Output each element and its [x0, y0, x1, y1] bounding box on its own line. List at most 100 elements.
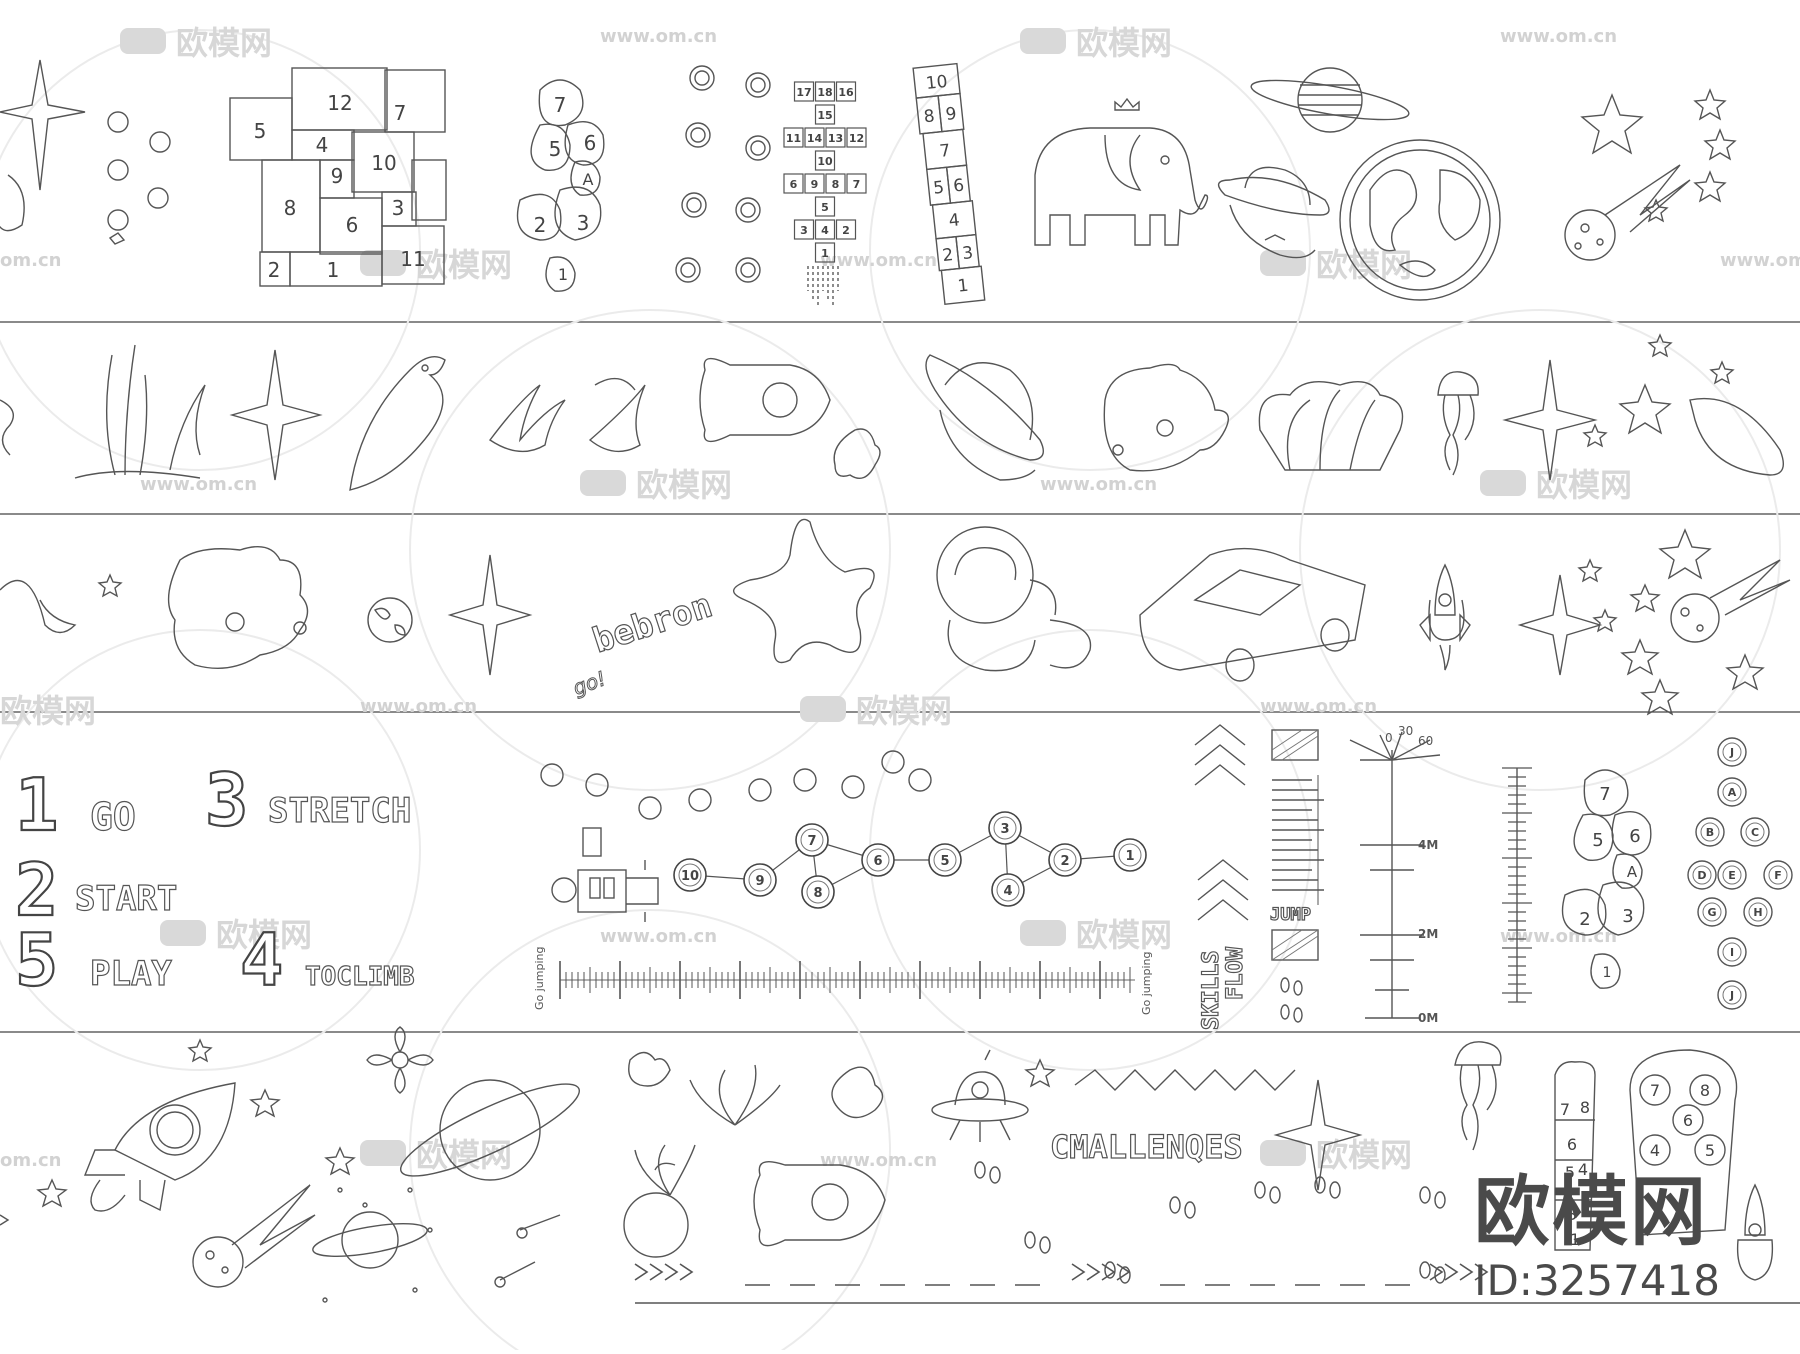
letter-coin-inner [1700, 822, 1720, 842]
hopscotch-grid: 12 7 5 4 10 9 8 6 3 11 2 1 [229, 67, 447, 287]
chain-node-inner [993, 816, 1017, 840]
svg-text:欧模网: 欧模网 [416, 246, 512, 284]
octopus-monster-icon [167, 546, 309, 670]
chain-node-inner [800, 828, 824, 852]
fish-icon [349, 356, 446, 491]
step-word: PLAY [90, 954, 172, 994]
svg-text:欧模网: 欧模网 [1316, 1136, 1412, 1174]
letter-coin [1763, 860, 1793, 890]
step-word: TOCLIMB [305, 962, 415, 992]
svg-text:5: 5 [1592, 830, 1603, 851]
tower-cell [835, 81, 857, 102]
stone-number: 2 [534, 213, 547, 237]
seaweed-row5 [623, 1051, 884, 1258]
tower-cell [825, 127, 846, 148]
tower-cell [814, 242, 836, 263]
hop-number: 7 [939, 141, 952, 162]
svg-text:www.om.cn: www.om.cn [820, 1150, 937, 1171]
letter-coin-inner [1745, 822, 1765, 842]
letter-coin [1717, 777, 1747, 807]
grid-cell: 11 [400, 247, 425, 271]
svg-text:4M: 4M [1418, 838, 1438, 852]
hop-number: 10 [925, 72, 949, 94]
tower-number: 13 [828, 132, 843, 145]
tower-cell [846, 173, 867, 194]
row5-star [1273, 1079, 1363, 1191]
tower-cell [793, 219, 815, 240]
tower-cell [814, 196, 836, 217]
svg-text:www.om.cn: www.om.cn [360, 696, 477, 717]
letter-label: F [1774, 869, 1782, 882]
tower-cell [793, 81, 815, 102]
svg-text:8: 8 [1580, 1098, 1590, 1117]
step-num: 3 [205, 758, 248, 842]
starfish-icon [733, 518, 875, 664]
jump-label: JUMP [1270, 905, 1311, 925]
letter-coin [1687, 860, 1717, 890]
svg-text:om.cn: om.cn [0, 1150, 61, 1171]
letter-label: I [1730, 946, 1734, 959]
saturn-small-icon [312, 1211, 428, 1269]
chain-number: 2 [1060, 854, 1069, 869]
hop-number: 6 [952, 176, 965, 197]
vertical-hopscotch: 10 8 9 7 5 6 4 2 3 1 [912, 62, 986, 305]
throw-gauge [1349, 731, 1441, 1019]
letter-coin [1717, 860, 1747, 890]
svg-text:4: 4 [1650, 1141, 1660, 1160]
hop-number: 1 [957, 276, 970, 297]
tower-cell [804, 127, 825, 148]
letter-coin-inner [1722, 942, 1742, 962]
tower-number: 14 [807, 132, 823, 145]
svg-text:欧模网: 欧模网 [0, 692, 96, 730]
footprint-trail [974, 1161, 1446, 1284]
chain-node-inner [933, 848, 957, 872]
svg-text:欧模网: 欧模网 [856, 692, 952, 730]
grid-cell: 7 [394, 101, 407, 125]
hop-number: 8 [923, 106, 936, 127]
stone-number: 1 [558, 265, 568, 284]
dash-track [634, 1263, 1800, 1304]
tower-number: 15 [817, 109, 832, 122]
chain-number: 7 [807, 834, 816, 849]
coin-pairs [675, 65, 771, 283]
hop-number: 5 [932, 178, 945, 199]
svg-text:www.om.cn: www.om.cn [600, 926, 717, 947]
hop-number: 4 [948, 210, 961, 231]
letter-label: J [1729, 746, 1734, 759]
step-word: STRETCH [268, 791, 411, 831]
svg-text:8: 8 [1700, 1081, 1710, 1100]
bubble-circles [540, 750, 932, 820]
flower-icon [366, 1026, 434, 1094]
tower-cell [814, 81, 836, 102]
watermark-logos: 欧模网 欧模网 欧模网 欧模网 欧模网 欧模网 欧模网 欧模网 欧模网 欧模网 … [0, 24, 1632, 1174]
step-num: 2 [15, 848, 58, 932]
planet-small-icon [367, 597, 413, 643]
stone-number: A [583, 170, 594, 189]
svg-text:www.om.cn: www.om.cn [1720, 250, 1800, 271]
earth-icon [1339, 139, 1501, 301]
jellyfish-icon-row2 [1437, 371, 1479, 476]
grid-cell: 4 [316, 133, 329, 157]
svg-text:欧模网: 欧模网 [1076, 24, 1172, 62]
hop-panel-7-8: 7 8 6 5 4 3 1 [1554, 1061, 1596, 1251]
tower-cell [814, 219, 836, 240]
row3-star [447, 554, 533, 676]
rocket-corner-icon [1736, 1183, 1774, 1281]
svg-text:1: 1 [1603, 965, 1612, 981]
step-word: START [75, 879, 177, 919]
rocket-row5 [753, 1161, 886, 1247]
tower-number: 18 [817, 86, 832, 99]
tower-number: 4 [821, 224, 829, 237]
step-num: 5 [15, 918, 58, 1002]
svg-text:4: 4 [1578, 1160, 1588, 1179]
go-text: go! [570, 666, 609, 700]
skills-flow: SKILLS FLOW [1198, 946, 1248, 1031]
challenges-text: CMALLENQES [1050, 1128, 1243, 1166]
svg-text:2: 2 [1579, 909, 1590, 930]
rocket-icon-row3 [1419, 563, 1471, 671]
svg-text:欧模网: 欧模网 [176, 24, 272, 62]
wave-line [1074, 1069, 1296, 1091]
letter-label: D [1697, 869, 1706, 882]
letter-coin [1717, 980, 1747, 1010]
